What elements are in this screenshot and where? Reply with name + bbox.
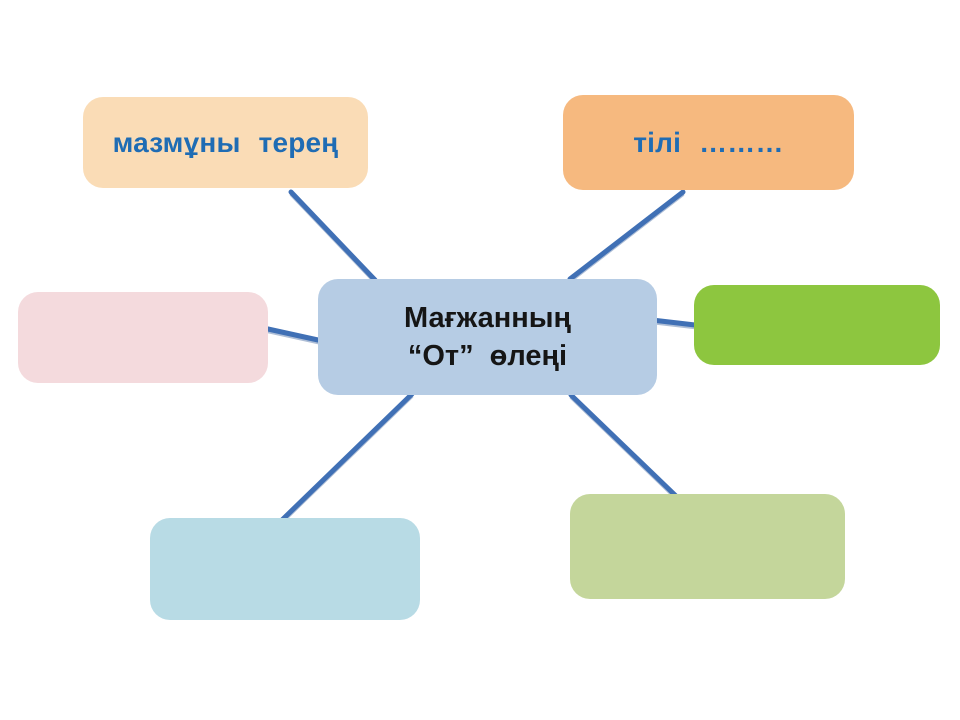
node-top-right-label: тілі ……… xyxy=(633,126,784,158)
node-bottom-right xyxy=(570,494,845,599)
connector-bottom-right xyxy=(568,392,680,502)
connector-right xyxy=(649,317,698,330)
center-node-label-line1: Мағжанның xyxy=(403,301,572,334)
node-top-right: тілі ……… xyxy=(563,95,854,190)
node-top-left: мазмұны терең xyxy=(83,97,368,188)
center-node-label: Мағжанның “От” өлеңі xyxy=(404,299,571,376)
center-node: Мағжанның “От” өлеңі xyxy=(318,279,657,395)
node-bottom-left xyxy=(150,518,420,620)
node-top-left-label: мазмұны терең xyxy=(112,126,339,158)
connector-top-left xyxy=(288,189,378,285)
center-node-label-line2: “От” өлеңі xyxy=(407,340,568,372)
node-right xyxy=(694,285,940,365)
connector-left xyxy=(265,326,321,345)
connector-bottom-left xyxy=(279,391,415,525)
connector-top-right xyxy=(567,189,686,284)
node-left xyxy=(18,292,268,383)
